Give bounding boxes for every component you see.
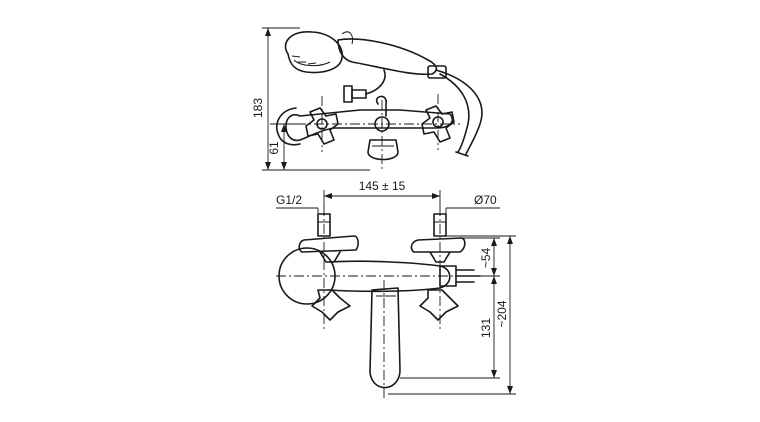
dimension-61 (270, 123, 296, 170)
dimension-54 (462, 237, 500, 277)
spout (367, 139, 399, 161)
spout-plan (369, 287, 401, 389)
dimension-spacing (323, 190, 441, 210)
shower-handle (337, 38, 438, 76)
label-183: 183 (251, 98, 265, 118)
shower-head (284, 31, 343, 74)
bottom-view (276, 206, 481, 400)
right-handle-plan (419, 289, 459, 321)
label-thread: G1/2 (276, 193, 302, 207)
dimension-183 (262, 27, 370, 171)
label-54: ~54 (479, 247, 493, 268)
thread-leader (276, 207, 319, 214)
dimension-204 (388, 235, 516, 395)
right-escutcheon (410, 237, 466, 253)
top-view (276, 31, 483, 170)
label-61: 61 (267, 141, 281, 155)
hose-nut (427, 65, 447, 79)
dimension-131 (400, 276, 500, 379)
label-diameter: Ø70 (474, 193, 497, 207)
left-handle-plan (311, 289, 351, 321)
label-spacing: 145 ± 15 (359, 179, 406, 193)
mixer-body (285, 109, 454, 142)
left-escutcheon (298, 235, 359, 253)
label-131: 131 (479, 318, 493, 338)
shower-hose (435, 69, 483, 155)
diameter-leader (445, 207, 500, 214)
body-bar (329, 260, 451, 293)
label-204: ~204 (495, 300, 509, 327)
